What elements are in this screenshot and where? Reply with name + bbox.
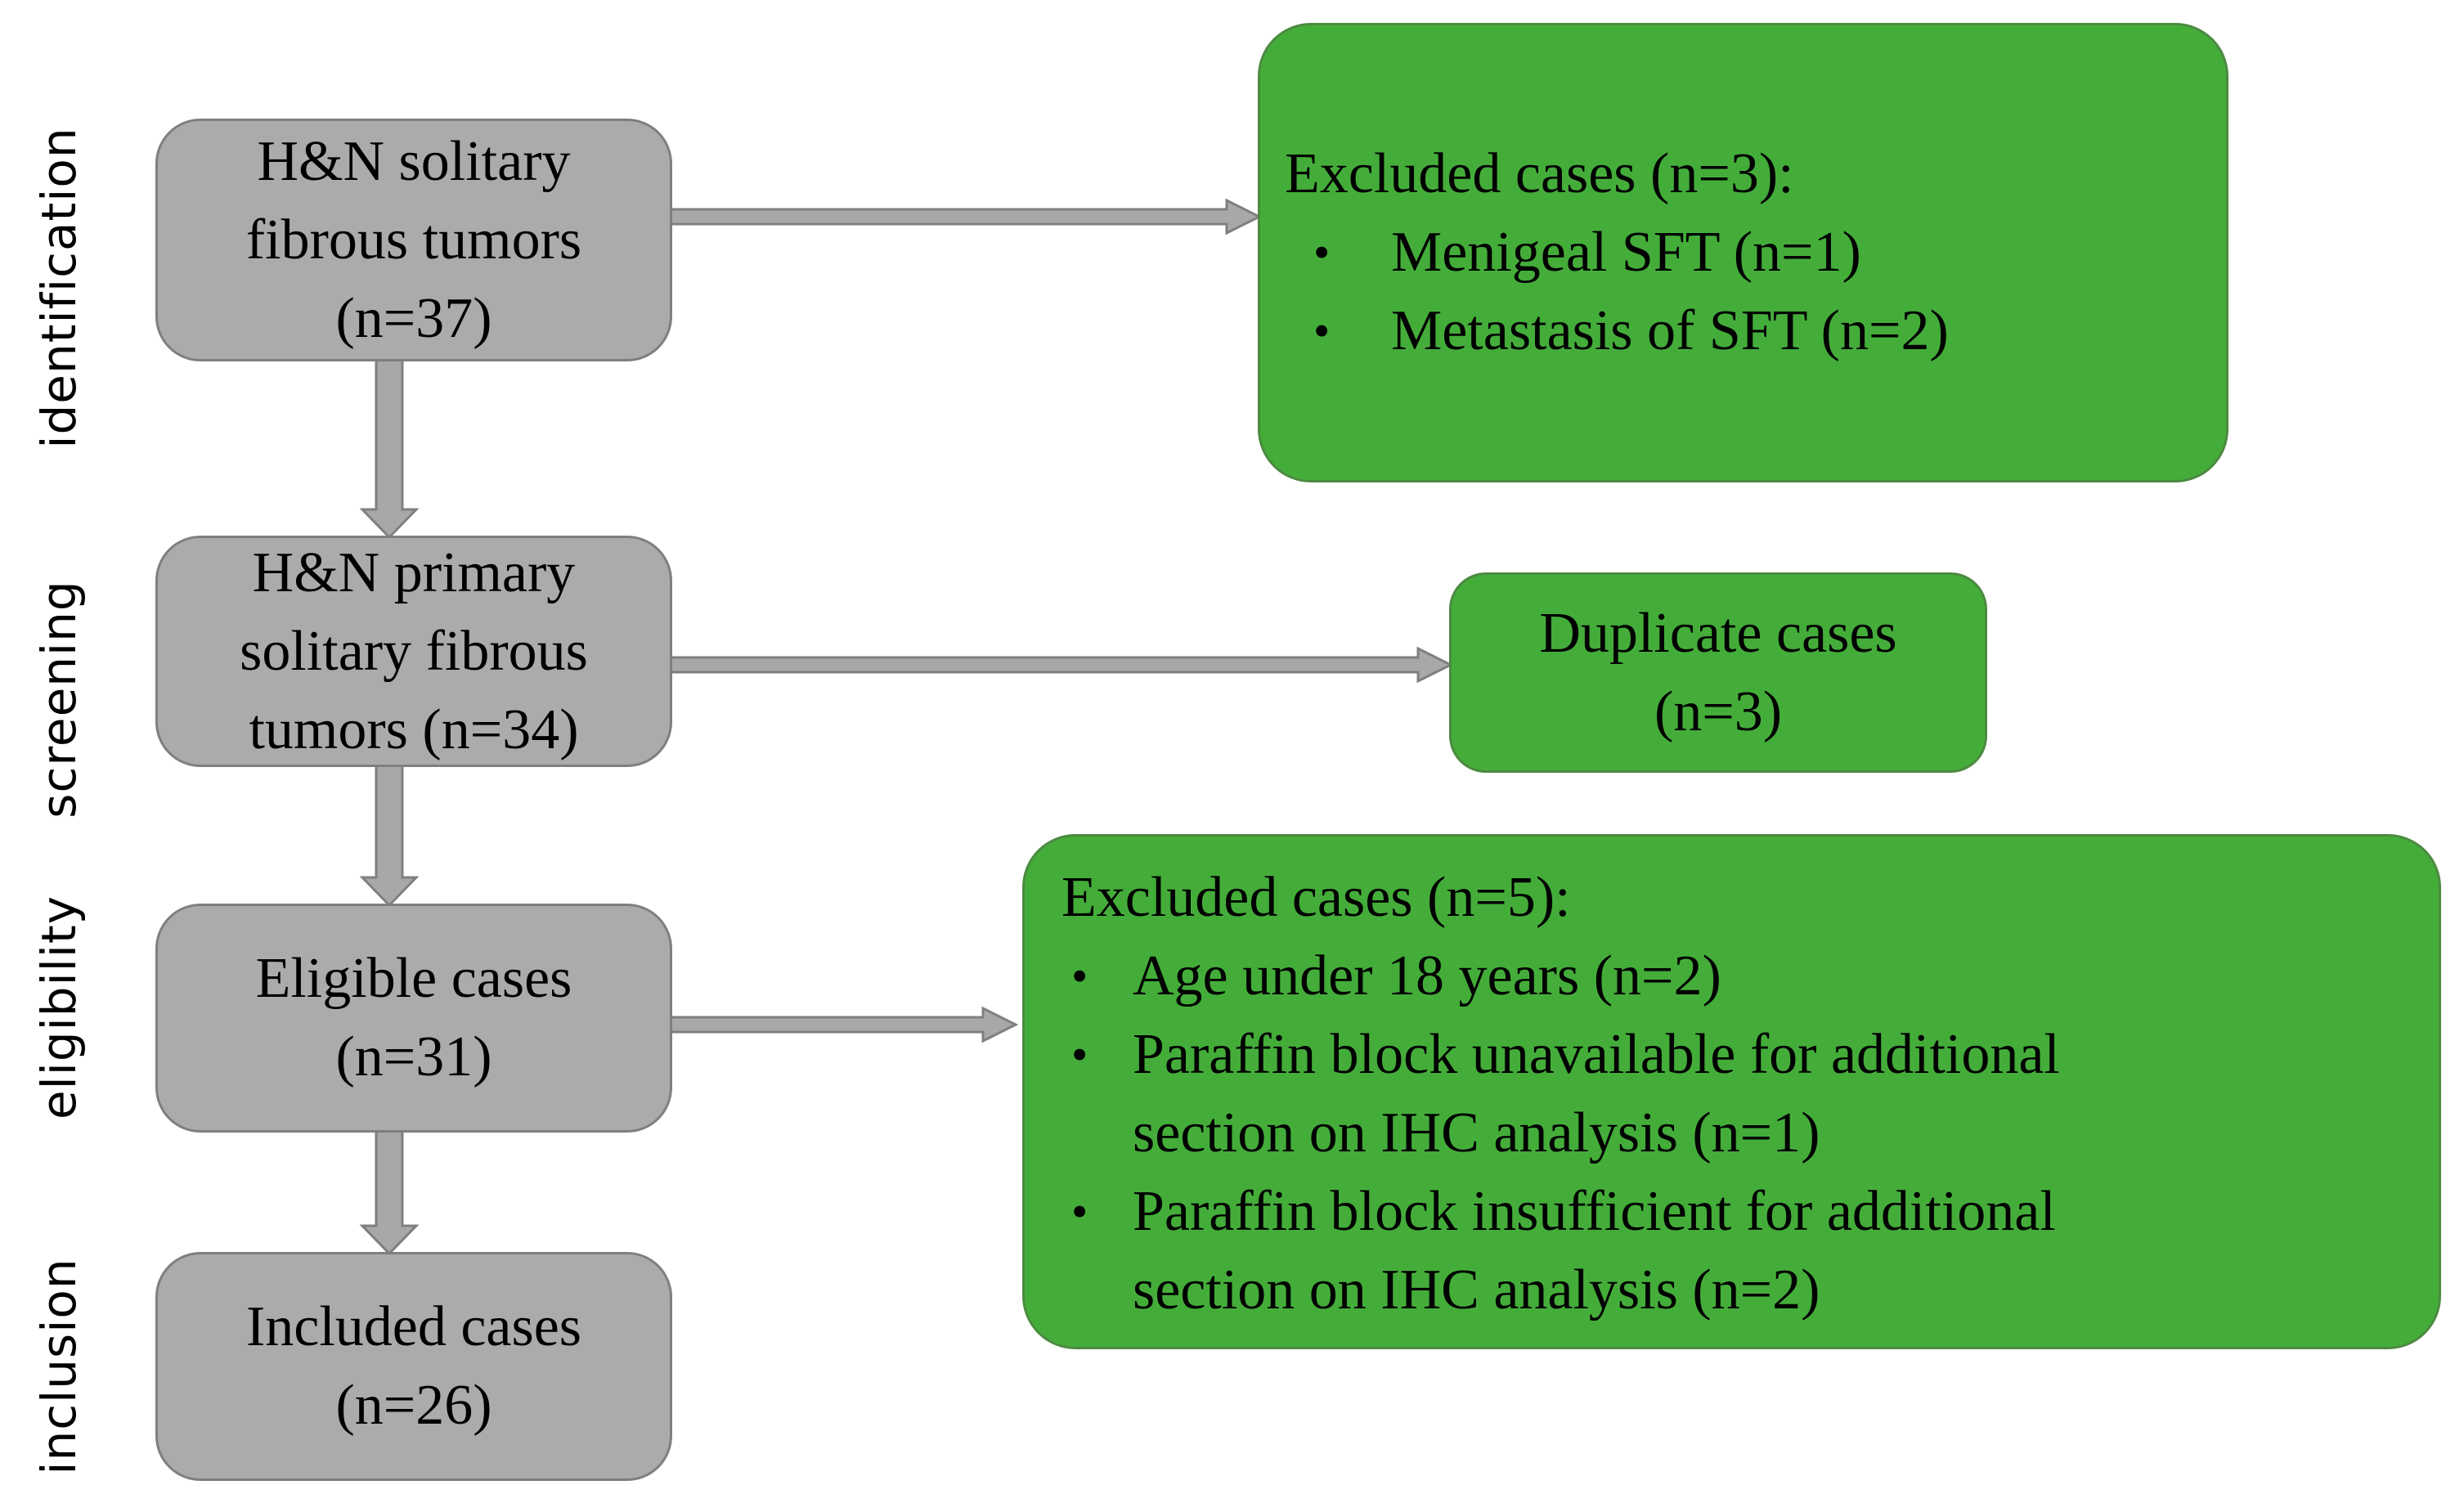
flow-box-eligibility: Eligible cases (n=31) [155,904,672,1133]
stage-label-inclusion: inclusion [31,1258,87,1475]
flow-box-line: Included cases [245,1295,582,1358]
bullet-item: • Metastasis of SFT (n=2) [1285,292,2226,370]
arrow-down-eligibility-to-inclusion [359,1129,420,1256]
green-box-excluded-cases-n5: Excluded cases (n=5): • Age under 18 yea… [1022,834,2441,1349]
bullet-icon: • [1071,1185,1088,1238]
bullet-label: Age under 18 years (n=2) [1133,944,1721,1007]
flow-box-line: (n=31) [335,1025,492,1088]
flow-box-screening: H&N primary solitary fibrous tumors (n=3… [155,536,672,767]
excluded-title: Excluded cases (n=5): [1061,866,1571,929]
bullet-label-continuation: section on IHC analysis (n=1) [1133,1101,1820,1164]
flow-box-line: (n=37) [335,286,492,350]
bullet-item: • Paraffin block insufficient for additi… [1061,1173,2439,1330]
bullet-item: • Menigeal SFT (n=1) [1285,213,2226,292]
arrow-down-identification-to-screening [359,358,420,540]
excluded-title: Excluded cases (n=3): [1285,142,1794,205]
duplicate-cases-line: Duplicate cases [1539,601,1897,665]
green-box-duplicate-cases: Duplicate cases (n=3) [1449,572,1987,773]
bullet-label: Menigeal SFT (n=1) [1391,221,1861,284]
flow-box-line: (n=26) [335,1374,492,1437]
bullet-label: Paraffin block insufficient for addition… [1133,1180,2056,1243]
bullet-label-continuation: section on IHC analysis (n=2) [1133,1258,1820,1321]
flow-box-line: Eligible cases [255,947,572,1010]
arrow-down-screening-to-eligibility [359,764,420,908]
green-box-excluded-cases-n3: Excluded cases (n=3): • Menigeal SFT (n=… [1258,23,2228,482]
arrow-right-identification-to-excluded [669,198,1263,236]
bullet-icon: • [1071,1028,1088,1081]
flow-box-line: solitary fibrous [240,619,588,683]
bullet-label: Paraffin block unavailable for additiona… [1133,1023,2060,1086]
stage-label-identification: identification [31,127,87,449]
stage-label-eligibility: eligibility [31,895,87,1120]
duplicate-cases-line: (n=3) [1654,680,1783,743]
bullet-item: • Age under 18 years (n=2) [1061,937,2439,1016]
arrow-right-screening-to-duplicate [669,646,1454,684]
bullet-icon: • [1071,949,1088,1003]
flow-box-line: fibrous tumors [245,208,582,271]
bullet-icon: • [1313,226,1331,279]
flow-box-line: H&N primary [252,541,576,604]
arrow-right-eligibility-to-excluded [669,1006,1019,1043]
bullet-item: • Paraffin block unavailable for additio… [1061,1016,2439,1173]
bullet-label: Metastasis of SFT (n=2) [1391,299,1949,362]
flow-box-line: H&N solitary [257,129,571,193]
flow-box-inclusion: Included cases (n=26) [155,1252,672,1481]
stage-label-screening: screening [31,580,87,819]
bullet-icon: • [1313,304,1331,357]
flow-box-line: tumors (n=34) [249,698,579,761]
flow-box-identification: H&N solitary fibrous tumors (n=37) [155,119,672,361]
